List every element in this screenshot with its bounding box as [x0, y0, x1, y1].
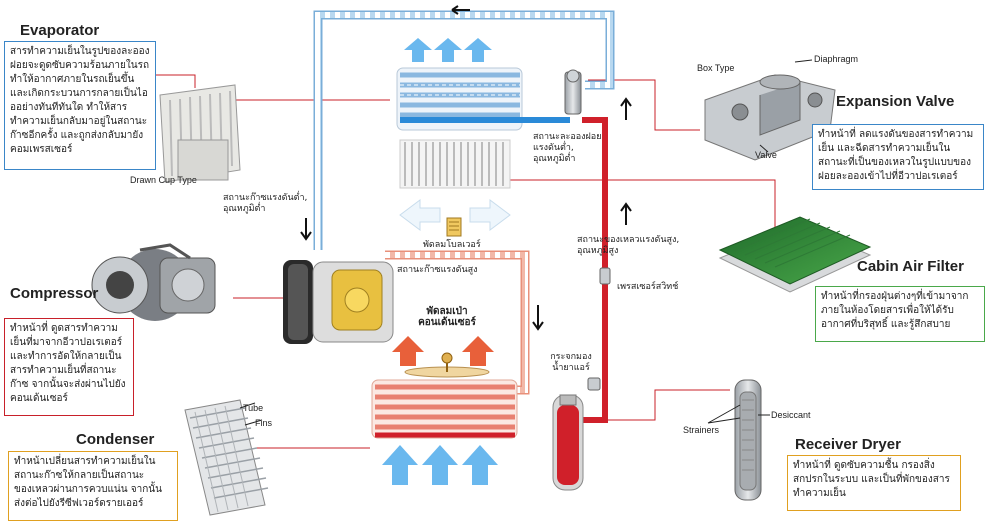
gas-high-pressure-label: สถานะก๊าซแรงดันสูง — [397, 265, 478, 275]
mist-low-pressure-label: สถานะละอองฝอย แรงดันต่ำ, อุณหภูมิต่ำ — [533, 132, 602, 165]
receiver-dryer-photo — [734, 379, 762, 501]
evaporator-title: Evaporator — [20, 22, 100, 39]
compressor-description: ทำหน้าที่ ดูดสารทำความเย็นที่มาจากอีวาปอ… — [4, 318, 134, 416]
evaporator-airflow-arrows — [404, 38, 492, 62]
valve-leader — [759, 144, 769, 153]
diaphragm-label: Diaphragm — [814, 54, 859, 64]
low-pressure-gas-line — [313, 10, 615, 250]
blower-fan-label: พัดลมโบลเวอร์ — [423, 240, 481, 250]
blower-fan-icon — [446, 217, 462, 237]
condenser-hot-air-arrows — [392, 336, 494, 366]
condenser-photo-leaders — [239, 402, 263, 426]
evaporator-sublabel: Drawn Cup Type — [130, 175, 197, 185]
sight-glass-icon — [587, 377, 601, 391]
flow-arrow-down-1 — [300, 218, 312, 241]
evaporator-core — [396, 67, 570, 131]
box-type-label: Box Type — [697, 63, 735, 73]
flow-arrows — [300, 5, 632, 331]
mist-low-pressure-line-1: สถานะละอองฝอย — [533, 132, 602, 142]
condenser-description: ทำหน้าเปลี่ยนสารทำความเย็นในสถานะก๊าซให้… — [8, 451, 178, 521]
expansion-valve-pointer-line — [588, 79, 700, 131]
expansion-valve-description: ทำหน้าที่ ลดแรงดันของสารทำความเย็น และฉี… — [812, 124, 984, 190]
diagram-compressor — [283, 260, 394, 344]
condenser-photo — [184, 399, 269, 516]
valve-label: Valve — [755, 150, 777, 160]
desiccant-label: Desiccant — [771, 410, 811, 420]
expansion-valve-leaders — [759, 59, 813, 153]
evaporator-callout-line — [155, 74, 196, 88]
pressure-switch-label: เพรสเซอร์สวิทช์ — [617, 282, 679, 292]
strainers-leader — [707, 404, 741, 424]
sight-glass-label: กระจกมอง น้ำยาแอร์ — [545, 352, 597, 374]
receiver-dryer-leaders — [707, 404, 770, 424]
mist-low-pressure-line-3: อุณหภูมิต่ำ — [533, 154, 576, 164]
expansion-valve-title: Expansion Valve — [836, 93, 955, 110]
compressor-photo — [91, 243, 216, 321]
condenser-core — [371, 379, 518, 439]
gas-low-pressure-label: สถานะก๊าซแรงดันต่ำ, อุณหภูมิต่ำ — [223, 193, 307, 215]
flow-arrow-up-1 — [620, 97, 632, 120]
condenser-fan-icon — [404, 352, 490, 378]
cabin-air-filter-description: ทำหน้าที่กรองฝุ่นต่างๆที่เข้ามาจากภายในห… — [815, 286, 985, 342]
evaporator-description: สารทำความเย็นในรูปของละอองฝอยจะดูดซับควา… — [4, 41, 156, 170]
tube-leader — [239, 402, 256, 409]
cabin-filter-pointer-line — [500, 179, 776, 230]
condenser-fan-label: พัดลมเป่า คอนเด้นเซอร์ — [412, 306, 482, 328]
diaphragm-leader — [794, 59, 813, 63]
liquid-high-pressure-line-1: สถานะของเหลวแรงดันสูง, — [577, 235, 680, 245]
strainers-label: Strainers — [683, 425, 720, 435]
receiver-dryer-description: ทำหน้าที่ ดูดซับความชื้น กรองสิ่งสกปรกใน… — [787, 455, 961, 511]
fins-leader — [244, 419, 263, 426]
liquid-high-pressure-line-2: อุณหภูมิสูง — [577, 246, 619, 256]
gas-low-pressure-line-2: อุณหภูมิต่ำ — [223, 204, 266, 214]
sight-glass-line-1: กระจกมอง — [550, 352, 592, 362]
condenser-title: Condenser — [76, 431, 155, 448]
flow-arrow-up-2 — [620, 202, 632, 225]
evaporator-photo — [159, 84, 241, 183]
expansion-valve-small — [564, 69, 582, 115]
compressor-title: Compressor — [10, 285, 99, 302]
pressure-switch-icon — [599, 267, 611, 285]
liquid-high-pressure-label: สถานะของเหลวแรงดันสูง, อุณหภูมิสูง — [577, 235, 679, 257]
high-pressure-gas-line — [385, 250, 530, 395]
cabin-air-filter-title: Cabin Air Filter — [857, 258, 964, 275]
condenser-cold-air-arrows — [382, 445, 498, 485]
diagram-cabin-filter — [399, 139, 511, 189]
high-pressure-liquid-line — [575, 117, 608, 423]
blower-airflow-arrows — [399, 199, 511, 231]
dryer-pointer-line — [600, 389, 730, 421]
callout-lines — [155, 74, 776, 449]
flow-arrow-down-2 — [532, 305, 544, 331]
mist-low-pressure-line-2: แรงดันต่ำ, — [533, 143, 574, 153]
condenser-fan-line-1: พัดลมเป่า — [426, 306, 468, 317]
diagram-receiver-dryer — [552, 394, 584, 491]
condenser-tube-label: Tube — [243, 403, 264, 413]
sight-glass-line-2: น้ำยาแอร์ — [552, 363, 590, 373]
flow-arrow-left — [451, 5, 470, 15]
condenser-fan-line-2: คอนเด้นเซอร์ — [418, 317, 476, 328]
condenser-fins-label: Fins — [255, 418, 273, 428]
gas-low-pressure-line-1: สถานะก๊าซแรงดันต่ำ, — [223, 193, 308, 203]
cabin-air-filter-photo — [718, 216, 872, 293]
receiver-dryer-title: Receiver Dryer — [795, 436, 901, 453]
